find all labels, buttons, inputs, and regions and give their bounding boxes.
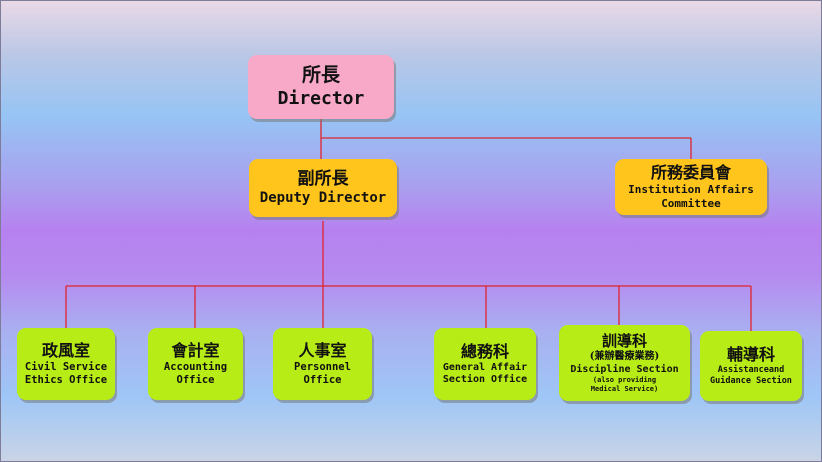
unit-label-zh: 政風室 bbox=[41, 340, 90, 360]
unit-label-en-line3: Medical Service) bbox=[590, 384, 659, 393]
director-title-en: Director bbox=[277, 87, 365, 109]
unit-label-en-line2: Ethics Office bbox=[24, 374, 108, 386]
unit-label-en-line2: Section Office bbox=[442, 374, 528, 385]
unit-label-en-line2: Office bbox=[176, 374, 215, 386]
deputy-title-zh: 副所長 bbox=[297, 168, 349, 189]
committee-title-en-line1: Institution Affairs bbox=[628, 183, 754, 197]
director-title-zh: 所長 bbox=[301, 63, 340, 86]
unit-box-accounting: 會計室 Accounting Office bbox=[148, 328, 243, 400]
committee-title-en-line2: Committee bbox=[661, 197, 721, 210]
unit-box-general-affair: 總務科 General Affair Section Office bbox=[434, 328, 536, 400]
unit-label-zh: 總務科 bbox=[460, 341, 509, 361]
unit-label-en-line1: Assistanceand bbox=[717, 365, 785, 376]
unit-box-personnel: 人事室 Personnel Office bbox=[273, 328, 372, 400]
unit-box-assistance-guidance: 輔導科 Assistanceand Guidance Section bbox=[700, 331, 802, 401]
unit-box-discipline: 訓導科 (兼辦醫療業務) Discipline Section (also pr… bbox=[559, 325, 690, 401]
committee-box: 所務委員會 Institution Affairs Committee bbox=[615, 159, 767, 215]
deputy-title-en: Deputy Director bbox=[259, 189, 387, 206]
committee-title-zh: 所務委員會 bbox=[650, 163, 731, 183]
unit-label-zh: 會計室 bbox=[171, 340, 220, 360]
unit-label-en-line1: Accounting bbox=[163, 360, 228, 373]
unit-label-en-line2: (also providing bbox=[592, 376, 657, 385]
director-box: 所長 Director bbox=[248, 55, 394, 119]
unit-label-en-line2: Office bbox=[303, 374, 342, 386]
unit-label-en-line1: Civil Service bbox=[24, 360, 108, 373]
unit-label-zh: 輔導科 bbox=[726, 345, 775, 365]
unit-label-en-line1: General Affair bbox=[442, 361, 528, 373]
unit-label-en-line1: Discipline Section bbox=[570, 363, 679, 375]
unit-label-zh: 訓導科 bbox=[601, 332, 647, 351]
unit-label-zh-sub: (兼辦醫療業務) bbox=[589, 351, 660, 363]
unit-label-en-line1: Personnel bbox=[294, 360, 351, 373]
unit-box-civil-service-ethics: 政風室 Civil Service Ethics Office bbox=[17, 328, 115, 400]
unit-label-en-line2: Guidance Section bbox=[710, 376, 792, 386]
unit-label-zh: 人事室 bbox=[298, 340, 347, 360]
deputy-director-box: 副所長 Deputy Director bbox=[249, 159, 397, 217]
